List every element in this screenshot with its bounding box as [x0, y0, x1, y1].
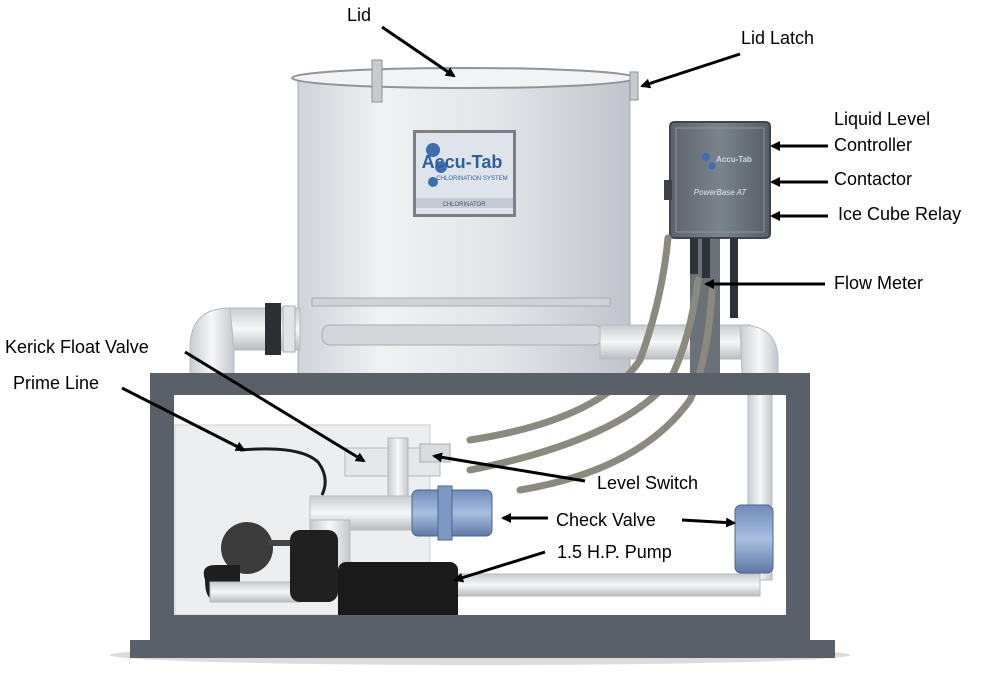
water-drop-icon: [428, 177, 438, 187]
pipe-union: [265, 303, 281, 355]
arrow-lid-latch: [640, 52, 741, 89]
distribution-tube: [321, 324, 603, 346]
label-pump: 1.5 H.P. Pump: [557, 542, 672, 562]
controller-brand: Accu-Tab: [716, 155, 752, 164]
leader-arrows: [121, 25, 828, 583]
water-drop-icon: [426, 143, 440, 157]
cable-gland: [730, 238, 738, 318]
label-contactor: Contactor: [834, 169, 913, 189]
arrow-check-valve-right: [681, 517, 736, 528]
cable-gland: [690, 238, 698, 274]
arrow-lid: [381, 25, 456, 78]
brand-tagline: CHLORINATION SYSTEM: [436, 176, 507, 182]
check-valve-right: [734, 504, 774, 574]
lid: [291, 67, 637, 89]
steel-frame: [130, 373, 835, 658]
arrow-pump: [453, 550, 546, 583]
label-liquid-level-controller-line1: Liquid Level: [834, 109, 931, 129]
inlet-elbow-pipe: [189, 303, 301, 379]
label-ice-cube-relay: Ice Cube Relay: [838, 204, 962, 224]
arrow-level-switch: [432, 452, 586, 483]
arrow-kerick-float-valve: [184, 350, 366, 463]
pump: [203, 530, 458, 636]
label-lid: Lid: [347, 5, 372, 25]
label-liquid-level-controller-line2: Controller: [834, 135, 913, 155]
sieve-plate: [311, 297, 611, 307]
float-ball: [221, 522, 273, 574]
brand-title: Accu-Tab: [422, 152, 503, 172]
label-lid-latch: Lid Latch: [741, 28, 815, 48]
chlorinator-tank: [291, 59, 639, 379]
liquid-level-controller: Accu-Tab PowerBase AT: [664, 121, 771, 318]
label-prime-line: Prime Line: [13, 373, 100, 393]
contactor: [664, 180, 672, 200]
label-flow-meter: Flow Meter: [834, 273, 924, 293]
label-check-valve: Check Valve: [556, 510, 656, 530]
water-drop-icon: [435, 161, 447, 173]
brand-panel: Accu-Tab CHLORINATION SYSTEM CHLORINATOR: [413, 130, 516, 217]
label-level-switch: Level Switch: [597, 473, 699, 493]
prime-line: [239, 447, 327, 496]
water-drop-icon: [708, 162, 716, 170]
cable-gland: [702, 238, 710, 278]
lid-latch: [629, 71, 639, 101]
arrow-prime-line: [121, 386, 246, 452]
lid-latch-left: [371, 59, 383, 103]
water-drop-icon: [702, 153, 710, 161]
brand-panel-label: CHLORINATOR: [442, 202, 486, 208]
controller-model: PowerBase AT: [694, 188, 748, 197]
label-kerick-float-valve: Kerick Float Valve: [5, 337, 149, 357]
